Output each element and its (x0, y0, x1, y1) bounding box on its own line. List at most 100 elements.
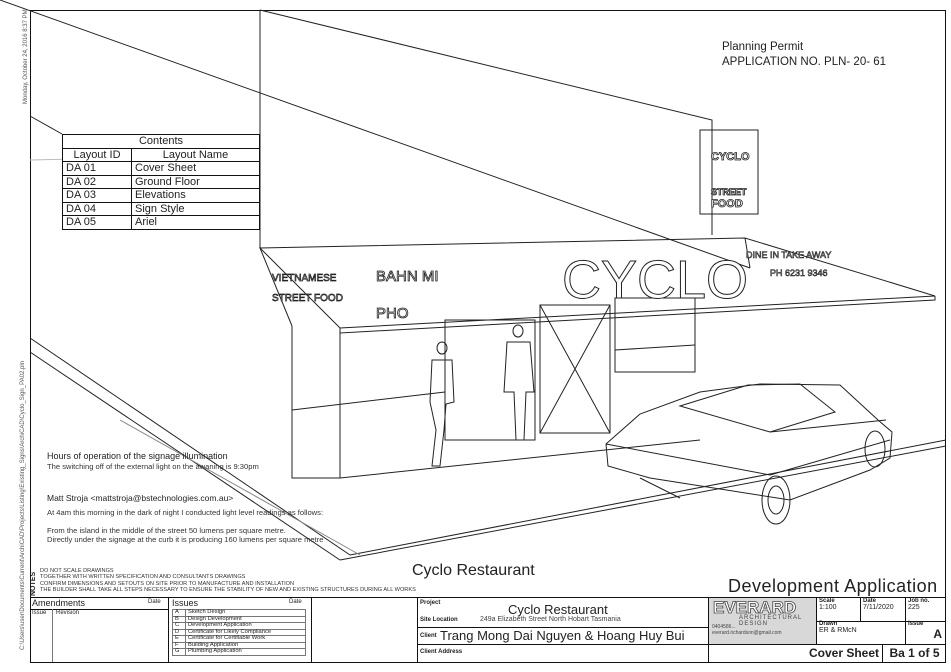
issue-text: Certificate for Certifiable Work (184, 635, 307, 643)
issue-cell: Issue A (905, 621, 946, 644)
notes-label: NOTES (30, 571, 37, 596)
everard-logo: EVERARD (713, 598, 797, 618)
amendments-title: Amendments (32, 598, 86, 608)
issue-text: Sketch Design (184, 609, 307, 617)
project-name: Cyclo Restaurant (508, 602, 608, 617)
island-reading: From the island in the middle of the str… (47, 526, 286, 535)
permit-number: APPLICATION NO. PLN- 20- 61 (722, 56, 887, 68)
issue-label: Issue (908, 621, 924, 627)
note-line: CONFIRM DIMENSIONS AND SETOUTS ON SITE P… (40, 580, 295, 587)
layout-name: Elevations (131, 188, 260, 203)
drawn-label: Drawn (819, 621, 838, 627)
logo-email: everard.richardson@gmail.com (712, 630, 782, 636)
amendments-box: Amendments Date Issue Revision (30, 598, 168, 662)
awning-phone: PH 6231 9346 (770, 268, 828, 278)
notes-label-box: NOTES (30, 566, 40, 597)
permit-title: Planning Permit (722, 41, 804, 53)
scale-value: 1:100 (819, 604, 837, 611)
project-label: Project (420, 600, 441, 606)
logo-phone: 0404586... (712, 624, 736, 630)
layout-id: DA 05 (62, 215, 132, 230)
amendments-col-revision: Revision (56, 610, 80, 616)
planning-permit: Planning Permit APPLICATION NO. PLN- 20-… (722, 40, 886, 70)
issue-text: Design Development (184, 615, 307, 623)
layout-id: DA 03 (62, 188, 132, 203)
note-line: DO NOT SCALE DRAWINGS (40, 568, 114, 574)
layout-id: DA 04 (62, 201, 132, 216)
logo-subtitle: ARCHITECTURAL DESIGN (739, 615, 803, 627)
awning-street-food: STREET FOOD (272, 293, 343, 304)
awning-pho: PHO (376, 305, 409, 322)
layout-name: Sign Style (131, 201, 260, 216)
awning-dine-in: DINE IN TAKE AWAY (746, 250, 831, 260)
tower-sign-line1: CYCLO (711, 151, 750, 163)
email-header: Matt Stroja <mattstroja@bstechnologies.c… (47, 493, 234, 503)
drawing-title: Cyclo Restaurant (412, 562, 535, 579)
site-label: Site Location (420, 617, 458, 623)
col-layout-id: Layout ID (62, 147, 132, 162)
date-label: Date (863, 598, 877, 604)
tower-sign-line3: FOOD (711, 198, 743, 210)
awning-cyclo: CYCLO (562, 250, 748, 310)
development-application-title: Development Application (728, 576, 938, 596)
tower-sign-line2: STREET (711, 187, 747, 197)
client-name: Trang Mong Dai Nguyen & Hoang Huy Bui (440, 628, 685, 643)
curb-reading: Directly under the signage at the curb i… (47, 535, 324, 544)
issues-date: Date (289, 599, 302, 605)
layout-id: DA 01 (62, 161, 132, 176)
awning-vietnamese: VIETNAMESE (272, 273, 337, 284)
project-box: Project Cyclo Restaurant Site Location 2… (417, 598, 709, 662)
general-notes: DO NOT SCALE DRAWINGS TOGETHER WITH WRIT… (40, 568, 416, 594)
logo-box: EVERARD ARCHITECTURAL DESIGN 0404586... … (708, 598, 816, 644)
hours-text: The switching off of the external light … (47, 462, 259, 471)
client-address-label: Client Address (420, 649, 463, 655)
reading-text: At 4am this morning in the dark of night… (47, 508, 324, 517)
drawing-sheet (30, 10, 946, 663)
title-block: Amendments Date Issue Revision Issues Da… (30, 597, 946, 663)
issue-text: Building Application (184, 641, 307, 649)
drawn-cell: Drawn ER & RMcN (816, 621, 905, 644)
awning-bahn-mi: BAHN MI (376, 268, 439, 285)
issue-code: G (172, 648, 186, 656)
layout-name: Cover Sheet (131, 161, 260, 176)
issue-text: Plumbing Application (184, 648, 307, 656)
issue-text: Certificate for Likely Compliance (184, 628, 307, 636)
scale-cell: Scale 1:100 (816, 598, 860, 621)
amendments-col-issue: Issue (32, 610, 47, 616)
issues-title: Issues (172, 598, 199, 608)
layout-name: Ground Floor (131, 174, 260, 189)
scale-label: Scale (819, 598, 835, 604)
sheet-number: Ba 1 of 5 (882, 644, 946, 662)
client-label: Client (420, 633, 437, 639)
col-layout-name: Layout Name (131, 147, 260, 162)
contents-title: Contents (62, 134, 260, 149)
amendments-date: Date (148, 599, 161, 605)
job-label: Job no. (908, 598, 930, 604)
layout-id: DA 02 (62, 174, 132, 189)
issue-text: Development Application (184, 622, 307, 630)
job-value: 225 (908, 604, 920, 611)
date-value: 7/11/2020 (863, 604, 894, 611)
date-cell: Date 7/11/2020 (860, 598, 905, 621)
layout-name: Ariel (131, 215, 260, 230)
hours-title: Hours of operation of the signage illumi… (47, 451, 228, 461)
sheet-name: Cover Sheet (708, 644, 882, 662)
note-line: TOGETHER WITH WRITTEN SPECIFICATION AND … (40, 574, 246, 581)
drawn-value: ER & RMcN (819, 627, 857, 634)
job-cell: Job no. 225 (905, 598, 946, 621)
note-line: THE BUILDER SHALL TAKE ALL STEPS NECESSA… (40, 587, 416, 594)
issue-value: A (933, 627, 942, 641)
